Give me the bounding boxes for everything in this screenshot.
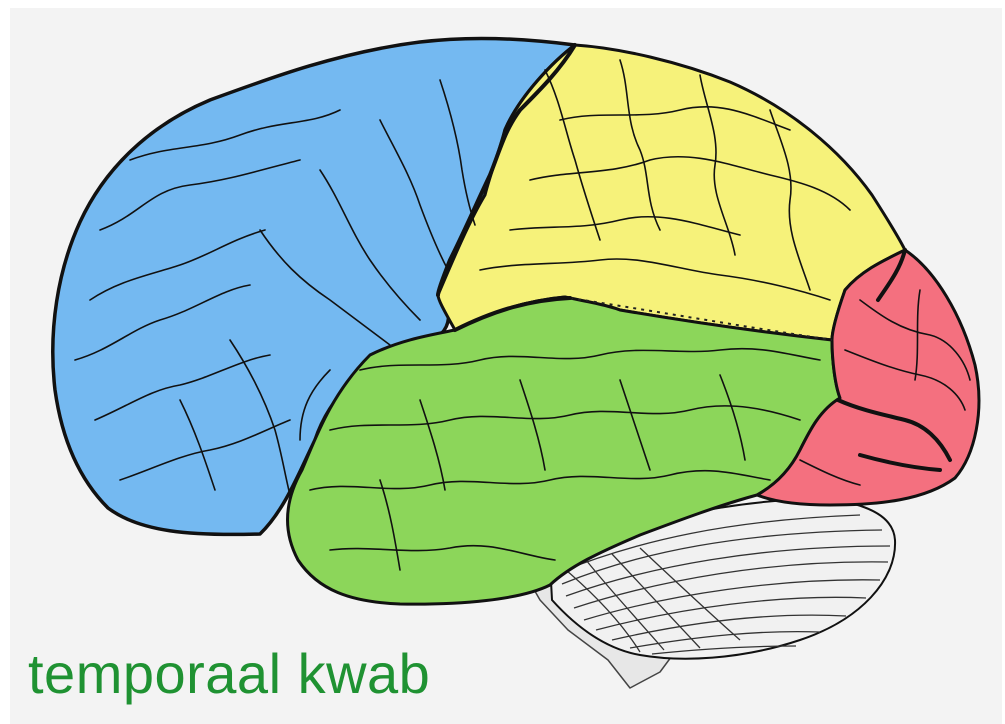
caption-label: temporaal kwab: [28, 646, 430, 702]
